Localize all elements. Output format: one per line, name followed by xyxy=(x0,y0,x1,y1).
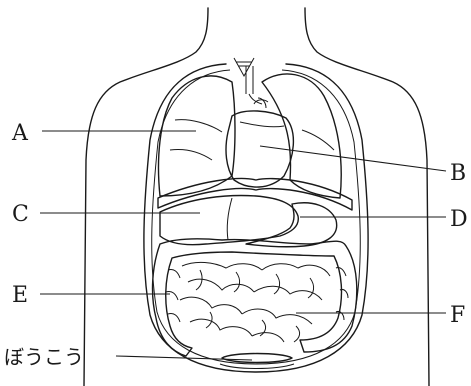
leader-lines xyxy=(40,131,446,360)
label-f: F xyxy=(450,303,465,328)
label-c: C xyxy=(12,202,29,227)
label-e: E xyxy=(12,283,28,308)
label-b: B xyxy=(450,161,466,186)
lungs xyxy=(159,66,342,198)
label-a: A xyxy=(11,121,29,146)
bladder xyxy=(222,354,292,363)
large-intestine xyxy=(153,239,357,356)
body-outline xyxy=(84,8,429,386)
label-bladder: ぼうこう xyxy=(4,345,84,369)
small-intestine xyxy=(180,262,330,342)
left-lung xyxy=(262,74,341,198)
label-d: D xyxy=(450,207,468,232)
right-lung xyxy=(159,76,236,196)
liver xyxy=(160,196,298,245)
